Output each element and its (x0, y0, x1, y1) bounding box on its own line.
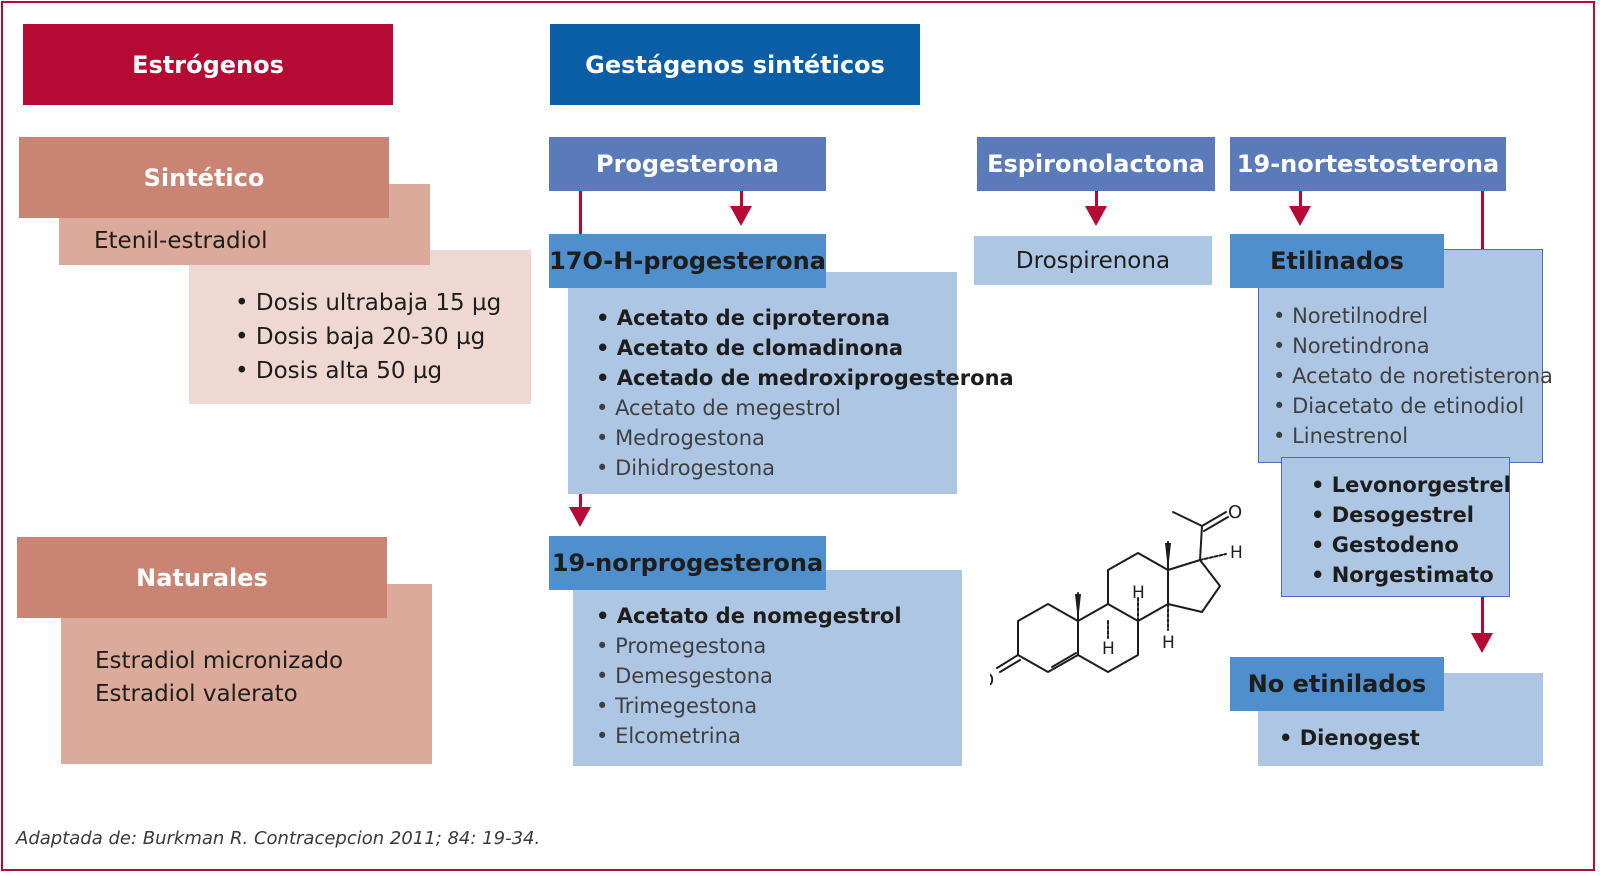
naturales-header: Naturales (17, 537, 387, 618)
source-caption: Adaptada de: Burkman R. Contracepcion 20… (16, 828, 541, 849)
oh-item: Acetado de medroxiprogesterona (596, 363, 1014, 393)
hydrogen-label: H (1132, 583, 1145, 603)
etilinados-item: Diacetato de etinodiol (1273, 391, 1553, 421)
oh-progesterona-list: Acetato de ciproterona Acetato de clomad… (596, 303, 1014, 483)
hydrogen-label: H (1230, 543, 1243, 563)
norprogesterona-list: Acetato de nomegestrol Promegestona Deme… (596, 601, 902, 751)
connector-line (1481, 597, 1484, 633)
etilinados-item: Noretindrona (1273, 331, 1553, 361)
etilinados-sub-list: Levonorgestrel Desogestrel Gestodeno Nor… (1311, 470, 1511, 590)
norprog-item: Acetato de nomegestrol (596, 601, 902, 631)
etilinados-list: Noretilnodrel Noretindrona Acetato de no… (1273, 301, 1553, 451)
dose-item: Dosis baja 20-30 µg (235, 320, 501, 354)
dose-item: Dosis alta 50 µg (235, 354, 501, 388)
naturales-title: Naturales (136, 563, 268, 592)
norprog-item: Elcometrina (596, 721, 902, 751)
norprog-item: Trimegestona (596, 691, 902, 721)
oxygen-label: O (990, 670, 994, 691)
oh-progesterona-title: 17O-H-progesterona (549, 247, 826, 275)
etilinados-item: Noretilnodrel (1273, 301, 1553, 331)
etilinados-items-box: Noretilnodrel Noretindrona Acetato de no… (1258, 249, 1553, 463)
etenil-estradiol-label: Etenil-estradiol (94, 228, 268, 254)
doses-list: Dosis ultrabaja 15 µg Dosis baja 20-30 µ… (235, 286, 501, 388)
espironolactona-header: Espironolactona (977, 137, 1215, 191)
connector-line (740, 191, 743, 207)
nortestosterona-title: 19-nortestosterona (1236, 150, 1500, 178)
oh-item: Acetato de ciproterona (596, 303, 1014, 333)
no-etilinados-item: Dienogest (1279, 723, 1420, 753)
arrow-down-icon (569, 507, 591, 527)
drospirenona-label: Drospirenona (1015, 247, 1171, 274)
etilinados-sub-item: Gestodeno (1311, 530, 1511, 560)
no-etilinados-header: No etinilados (1230, 657, 1444, 711)
hydrogen-label: H (1102, 639, 1115, 659)
connector-line (1095, 191, 1098, 207)
connector-line (1299, 191, 1302, 207)
arrow-down-icon (1471, 633, 1493, 653)
sintetico-header: Sintético (19, 137, 389, 218)
progesterone-structure: O O H H H H (990, 502, 1243, 691)
oh-item: Acetato de clomadinona (596, 333, 1014, 363)
etilinados-sub-item: Norgestimato (1311, 560, 1511, 590)
progesterona-header: Progesterona (549, 137, 826, 191)
oh-progesterona-header: 17O-H-progesterona (549, 234, 826, 288)
connector-line (1481, 191, 1484, 249)
estrogenos-title: Estrógenos (132, 50, 284, 79)
norprog-item: Demesgestona (596, 661, 902, 691)
oh-progesterona-items-box: Acetato de ciproterona Acetato de clomad… (568, 272, 1014, 494)
oh-item: Acetato de megestrol (596, 393, 1014, 423)
arrow-down-icon (1085, 206, 1107, 226)
naturales-item: Estradiol micronizado (95, 648, 344, 674)
progesterona-title: Progesterona (595, 150, 779, 178)
drospirenona-box: Drospirenona (974, 236, 1212, 285)
etilinados-sub-item: Desogestrel (1311, 500, 1511, 530)
gestagenos-header: Gestágenos sintéticos (550, 24, 920, 105)
doses-box: Dosis ultrabaja 15 µg Dosis baja 20-30 µ… (189, 250, 531, 404)
etilinados-item: Linestrenol (1273, 421, 1553, 451)
norprogesterona-items-box: Acetato de nomegestrol Promegestona Deme… (573, 570, 962, 766)
espironolactona-title: Espironolactona (987, 150, 1205, 178)
arrow-down-icon (730, 206, 752, 226)
oxygen-label: O (1228, 502, 1242, 523)
norprogesterona-header: 19-norprogesterona (549, 536, 826, 590)
sintetico-title: Sintético (143, 163, 265, 192)
etilinados-item: Acetato de noretisterona (1273, 361, 1553, 391)
norprog-item: Promegestona (596, 631, 902, 661)
norprogesterona-title: 19-norprogesterona (551, 549, 824, 577)
hydrogen-label: H (1162, 633, 1175, 653)
gestagenos-title: Gestágenos sintéticos (585, 50, 885, 79)
nortestosterona-header: 19-nortestosterona (1230, 137, 1506, 191)
no-etilinados-list: Dienogest (1279, 723, 1420, 753)
arrow-down-icon (1289, 206, 1311, 226)
etilinados-sub-box: Levonorgestrel Desogestrel Gestodeno Nor… (1281, 457, 1511, 597)
oh-item: Medrogestona (596, 423, 1014, 453)
naturales-item: Estradiol valerato (95, 681, 298, 707)
etilinados-sub-item: Levonorgestrel (1311, 470, 1511, 500)
etilinados-title: Etilinados (1270, 247, 1404, 275)
oh-item: Dihidrogestona (596, 453, 1014, 483)
no-etilinados-title: No etinilados (1247, 670, 1427, 698)
dose-item: Dosis ultrabaja 15 µg (235, 286, 501, 320)
estrogenos-header: Estrógenos (23, 24, 393, 105)
etilinados-header: Etilinados (1230, 234, 1444, 288)
